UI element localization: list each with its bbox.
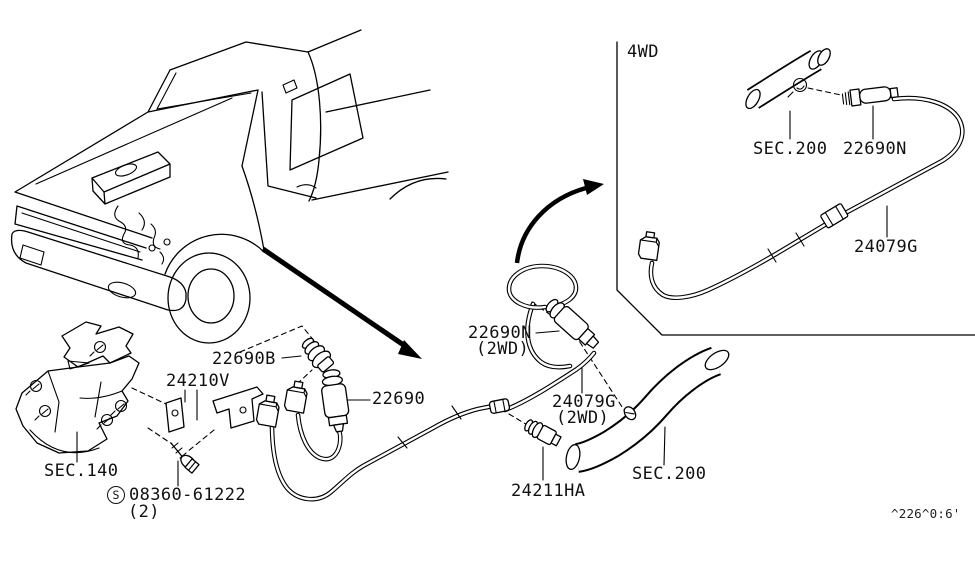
harness-joint-4wd [820, 203, 849, 229]
callout-24079g-4wd: 24079G [854, 237, 918, 257]
callout-22690n-4wd: 22690N [843, 139, 907, 159]
callout-sec200-2wd: SEC.200 [632, 464, 707, 484]
connector-right [283, 380, 308, 414]
bracket-24210v-part [165, 386, 264, 433]
callout-24210v: 24210V [166, 371, 230, 391]
callout-22690: 22690 [372, 389, 426, 409]
location-arrow [261, 246, 422, 359]
callout-screw-qty: (2) [128, 502, 160, 522]
heat-shield-sec140-part [15, 321, 140, 454]
harness-joint [488, 398, 511, 414]
inset-title-4wd: 4WD [627, 42, 659, 62]
callout-22690n-2wd-variant: (2WD) [476, 339, 530, 359]
engine-illustration [91, 151, 171, 265]
inset-border [616, 41, 975, 336]
bolt-symbols [25, 340, 128, 430]
screw-symbol-icon: S [107, 486, 125, 504]
oxygen-sensor-22690-part [321, 369, 350, 433]
grommet-22690b-part [301, 337, 335, 373]
exhaust-hose-sec200-2wd-part [565, 346, 730, 473]
callout-22690n-2wd: 22690N [468, 323, 532, 343]
callout-sec140: SEC.140 [44, 461, 119, 481]
connector-left [255, 394, 280, 428]
callout-24211ha: 24211HA [511, 481, 586, 501]
exhaust-hose-sec200-4wd-part [745, 48, 831, 110]
oxygen-sensor-22690n-4wd-part [841, 86, 899, 107]
harness-24079g-2wd-part [269, 263, 597, 502]
callout-sec200-4wd: SEC.200 [753, 139, 828, 159]
dashed-locator-lines [131, 87, 842, 453]
drawing-code: ^226^0:6' [891, 506, 961, 521]
oxygen-sensor-22690n-2wd-part [545, 298, 600, 349]
callout-24079g-2wd-variant: (2WD) [556, 408, 610, 428]
mount-bolt-part [170, 442, 200, 474]
vehicle-illustration [10, 29, 449, 344]
connector-4wd [637, 231, 660, 262]
screw-part-number: 08360-61222 [129, 485, 246, 505]
hose-clamp [623, 406, 637, 421]
sensor-24211ha-part [524, 419, 562, 447]
leader-lines [76, 330, 666, 487]
callout-24079g-2wd: 24079G [552, 392, 616, 412]
callout-22690b: 22690B [212, 349, 276, 369]
sensor-wire-22690 [295, 412, 343, 462]
inset-pointer-arrow [514, 179, 604, 264]
inset-4wd-illustration [616, 41, 975, 336]
